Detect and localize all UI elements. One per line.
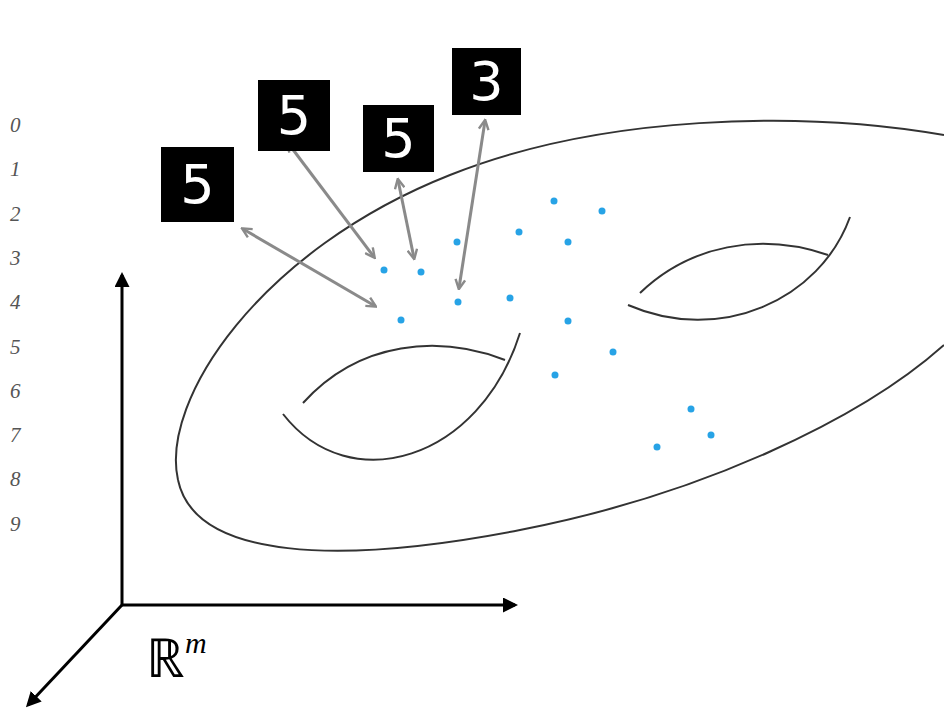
- data-point: [565, 318, 572, 325]
- data-point: [455, 299, 462, 306]
- class-digit: 4: [10, 292, 21, 313]
- space-label: ℝm: [146, 632, 207, 686]
- data-point: [381, 267, 388, 274]
- hole-lower-arc: [283, 333, 520, 460]
- class-digit: 7: [10, 425, 21, 446]
- class-digit: 6: [10, 381, 21, 402]
- hole-upper-arc: [640, 244, 828, 293]
- digit-glyph: 5: [277, 89, 311, 143]
- mapping-arrow: [398, 180, 414, 258]
- mapping-arrow: [243, 229, 375, 306]
- data-point: [565, 239, 572, 246]
- space-symbol: ℝ: [146, 629, 185, 689]
- data-point: [599, 208, 606, 215]
- data-point: [552, 372, 559, 379]
- digit-image: 3: [452, 48, 521, 115]
- data-point: [454, 239, 461, 246]
- data-point: [398, 317, 405, 324]
- data-point: [654, 444, 661, 451]
- data-point: [418, 269, 425, 276]
- data-point: [688, 406, 695, 413]
- class-digit: 8: [10, 469, 21, 490]
- class-digit: 2: [10, 204, 21, 225]
- manifold-outline: [178, 345, 944, 551]
- dimension-exponent: m: [185, 626, 207, 659]
- digit-image: 5: [161, 147, 234, 222]
- axis-line: [28, 605, 122, 705]
- class-digit: 9: [10, 514, 21, 535]
- data-point: [551, 198, 558, 205]
- hole-upper-arc: [303, 346, 505, 403]
- digit-glyph: 5: [180, 158, 214, 212]
- axis-line: [121, 275, 124, 605]
- digit-image: 5: [363, 105, 434, 172]
- class-digit: 5: [10, 337, 21, 358]
- class-digit: 3: [10, 248, 21, 269]
- data-point: [708, 432, 715, 439]
- class-digit: 1: [10, 159, 21, 180]
- mapping-arrow: [459, 121, 485, 288]
- data-point: [507, 295, 514, 302]
- digit-image: 5: [258, 80, 330, 151]
- data-points: [381, 198, 715, 451]
- mapping-arrow: [288, 143, 374, 257]
- manifold-outline: [176, 121, 944, 480]
- manifold-surface: [176, 121, 944, 551]
- digit-glyph: 5: [381, 112, 415, 166]
- data-point: [610, 349, 617, 356]
- hole-lower-arc: [628, 217, 850, 320]
- data-point: [516, 229, 523, 236]
- axes: [28, 275, 515, 705]
- axis-line: [122, 604, 515, 607]
- digit-glyph: 3: [469, 55, 503, 109]
- class-digit: 0: [10, 115, 21, 136]
